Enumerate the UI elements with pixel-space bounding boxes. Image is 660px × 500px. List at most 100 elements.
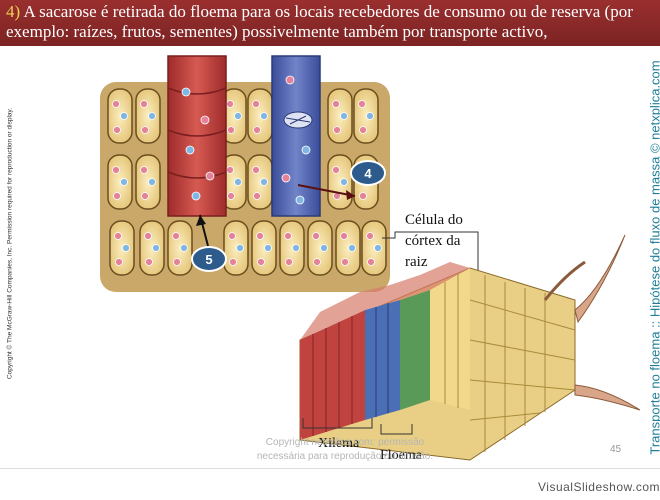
cortex-cell [353,88,379,144]
sucrose-dot [112,100,120,108]
cortex-cell [107,88,133,144]
sucrose-dot [122,244,130,252]
marker-5-label: 5 [205,252,212,267]
sucrose-dot [140,166,148,174]
sucrose-dot [144,232,152,240]
footer-brand: VisualSlideshow.com [538,480,660,494]
marker-4: 4 [350,160,386,186]
sucrose-dot [112,166,120,174]
sucrose-dot [341,258,349,266]
sucrose-dot [340,232,348,240]
sucrose-dot [366,232,374,240]
sucrose-dot [359,126,367,134]
sucrose-dot [226,100,234,108]
sucrose-dot [200,115,210,125]
slide-title-text: A sacarose é retirada do floema para os … [6,2,633,41]
step-number: 4) [6,2,21,21]
cortex-cell [361,220,387,276]
xylem-bracket [302,418,373,429]
sucrose-dot [313,258,321,266]
sucrose-dot [340,112,348,120]
sucrose-dot [366,112,374,120]
sucrose-dot [205,171,215,181]
xylem-label: Xilema [318,436,360,451]
cortex-cell [109,220,135,276]
phloem-sieve-tube [271,55,321,217]
sucrose-dot [320,244,328,252]
cortex-cell [335,220,361,276]
cortex-cell [223,220,249,276]
sucrose-dot [148,178,156,186]
cortex-cell [279,220,305,276]
sucrose-dot [152,244,160,252]
sucrose-dot [114,232,122,240]
sucrose-dot [115,258,123,266]
sucrose-dot [332,100,340,108]
sucrose-dot [301,145,311,155]
sucrose-dot [228,232,236,240]
footer-divider [0,468,660,469]
sucrose-dot [140,100,148,108]
sucrose-dot [295,195,305,205]
sucrose-dot [281,173,291,183]
sucrose-dot [172,232,180,240]
cortex-cell [251,220,277,276]
sucrose-dot [264,244,272,252]
sucrose-dot [234,112,242,120]
cortex-cell [327,154,353,210]
cortex-cell [327,88,353,144]
root-cross-section [299,234,641,461]
sucrose-dot [148,112,156,120]
sucrose-dot [252,100,260,108]
cortex-cell [135,88,161,144]
sucrose-dot [141,126,149,134]
xylem-vessel [167,55,227,217]
sucrose-dot [358,100,366,108]
sucrose-dot [348,244,356,252]
sucrose-dot [113,126,121,134]
sucrose-dot [191,191,201,201]
watermark-line-1: Copyright netxplica.com: permissão [265,437,425,448]
cortex-cell [247,88,273,144]
sucrose-dot [227,126,235,134]
label-leader-line [382,231,479,290]
sucrose-dot [340,178,348,186]
sucrose-dot [234,178,242,186]
watermark: Copyright netxplica.com: permissão neces… [245,436,445,464]
sucrose-dot [285,75,295,85]
page-number: 45 [610,444,622,455]
sucrose-dot [113,192,121,200]
sucrose-dot [292,244,300,252]
sucrose-dot [285,258,293,266]
sucrose-dot [260,112,268,120]
cortex-cell [167,220,193,276]
sucrose-dot [260,178,268,186]
marker-5: 5 [191,246,227,272]
marker-4-label: 4 [364,166,372,181]
cortex-cell [247,154,273,210]
sucrose-dot [332,166,340,174]
sucrose-dot [120,178,128,186]
sucrose-dot [181,87,191,97]
sucrose-molecules [181,75,311,205]
sucrose-dot [236,244,244,252]
sucrose-dot [185,145,195,155]
sucrose-dot [252,166,260,174]
sucrose-dot [141,192,149,200]
sucrose-dot [256,232,264,240]
watermark-line-2: necessária para reprodução ou difusão. [256,451,434,462]
sucrose-dot [367,258,375,266]
sucrose-dot [284,232,292,240]
sucrose-dot [253,192,261,200]
sucrose-dot [226,166,234,174]
sucrose-dot [374,244,382,252]
sucrose-dot [312,232,320,240]
sucrose-dot [359,192,367,200]
cortex-cell [139,220,165,276]
sucrose-dot [253,126,261,134]
phloem-bracket [380,424,413,435]
slide-title-banner: 4) A sacarose é retirada do floema para … [0,0,660,46]
sucrose-dot [145,258,153,266]
sucrose-dot [257,258,265,266]
